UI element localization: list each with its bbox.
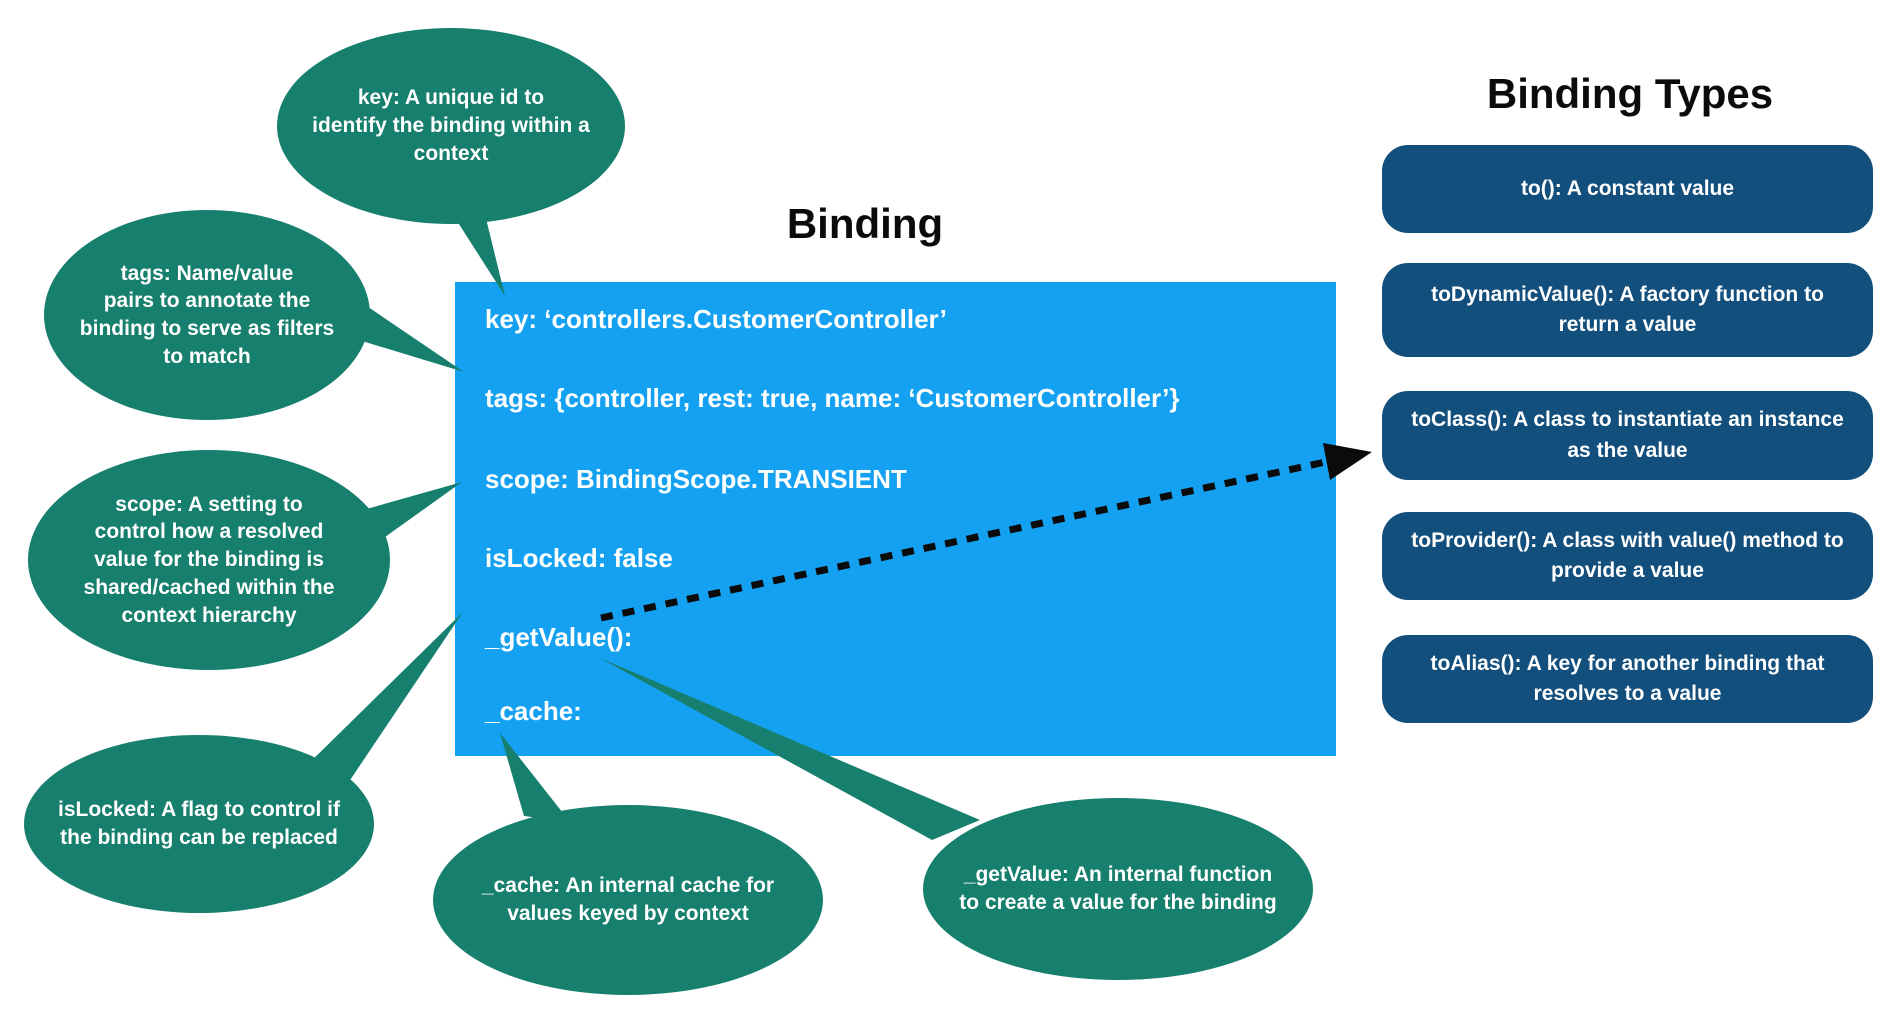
binding-box-line-getvalue: _getValue(): [485, 622, 633, 652]
callout-key: key: A unique id to identify the binding… [277, 28, 625, 224]
binding-type-todynamicvalue: toDynamicValue(): A factory function to … [1382, 263, 1873, 357]
binding-box-line-key: key: ‘controllers.CustomerController’ [485, 304, 947, 334]
binding-type-to: to(): A constant value [1382, 145, 1873, 233]
binding-box-line-tags: tags: {controller, rest: true, name: ‘Cu… [485, 383, 1180, 413]
binding-title: Binding [786, 200, 944, 247]
callout-tags: tags: Name/value pairs to annotate the b… [44, 210, 370, 420]
binding-type-toclass: toClass(): A class to instantiate an ins… [1382, 391, 1873, 480]
binding-type-toalias: toAlias(): A key for another binding tha… [1382, 635, 1873, 723]
binding-box: key: ‘controllers.CustomerController’ ta… [455, 282, 1336, 756]
binding-type-toprovider: toProvider(): A class with value() metho… [1382, 512, 1873, 600]
callout-islocked: isLocked: A flag to control if the bindi… [24, 735, 374, 913]
callout-cache: _cache: An internal cache for values key… [433, 805, 823, 995]
binding-types-title: Binding Types [1486, 70, 1774, 117]
callout-getvalue: _getValue: An internal function to creat… [923, 798, 1313, 980]
binding-box-line-islocked: isLocked: false [485, 543, 673, 573]
callout-scope: scope: A setting to control how a resolv… [28, 450, 390, 670]
binding-box-line-cache: _cache: [485, 696, 582, 726]
binding-box-line-scope: scope: BindingScope.TRANSIENT [485, 464, 907, 494]
